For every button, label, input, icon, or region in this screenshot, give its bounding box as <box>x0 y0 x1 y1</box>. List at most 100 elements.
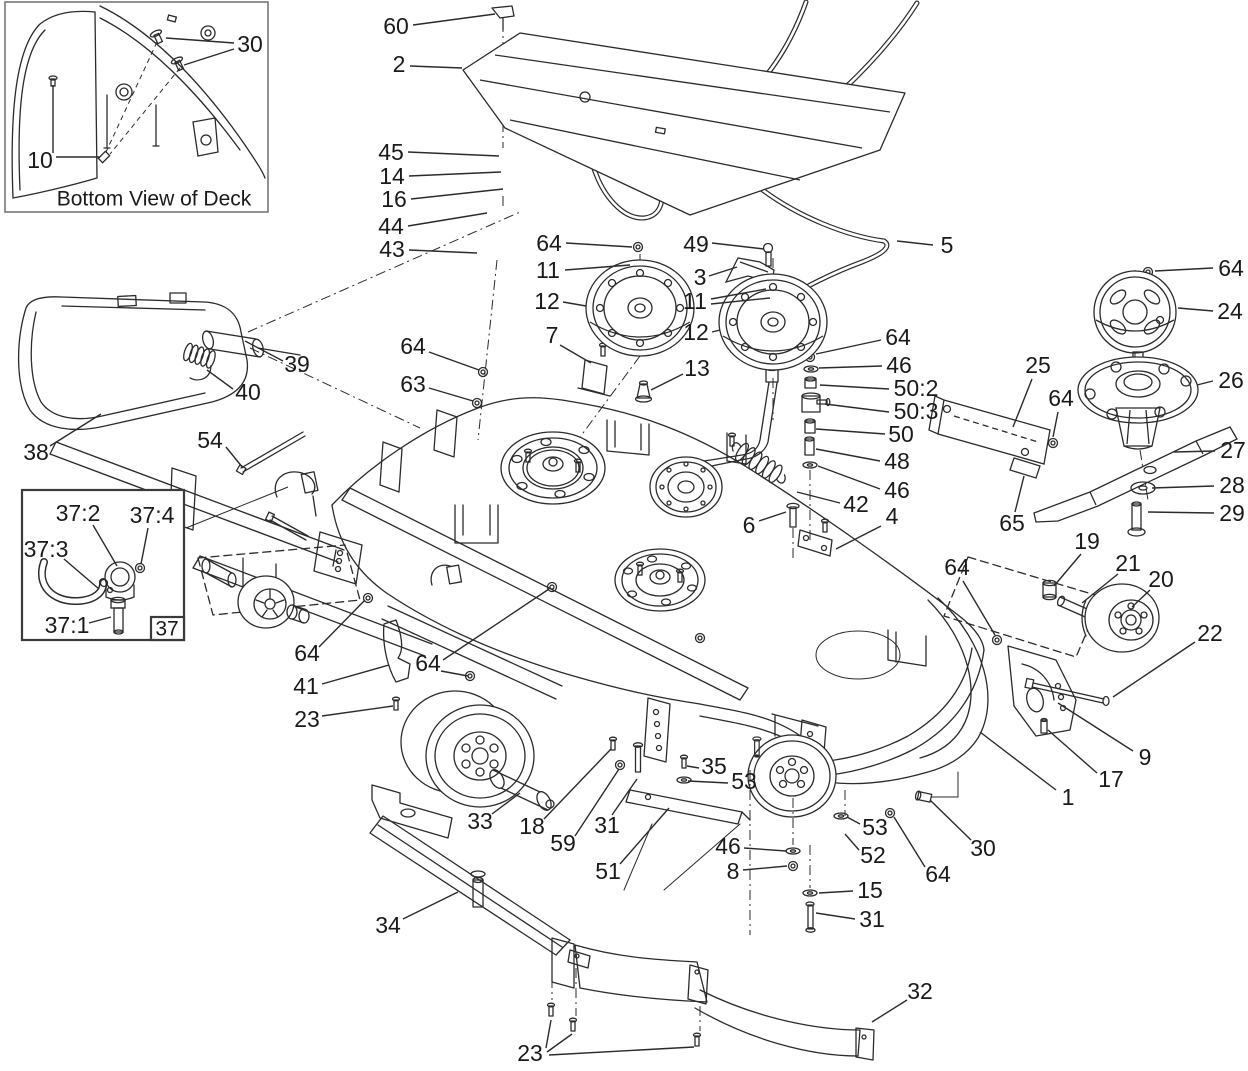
leader-line-23 <box>548 1046 695 1056</box>
leader-line-42 <box>796 491 841 504</box>
leader-line-17 <box>1047 729 1098 774</box>
callout-7: 7 <box>546 322 559 348</box>
callout-39: 39 <box>284 351 310 377</box>
callout-64: 64 <box>1048 385 1074 411</box>
leader-line-12 <box>562 301 587 307</box>
leader-line-65 <box>1014 475 1025 513</box>
leader-line-50 <box>815 428 886 435</box>
callout-46: 46 <box>884 477 910 503</box>
inset-bottom-view-caption: Bottom View of Deck <box>57 188 252 211</box>
deck-spindle-left <box>500 431 606 505</box>
leader-line-46 <box>817 465 881 490</box>
leader-line-50:3 <box>824 403 890 413</box>
callout-64: 64 <box>885 324 911 350</box>
leader-line-12 <box>711 329 721 333</box>
leader-line-28 <box>1151 485 1215 489</box>
leader-line-13 <box>650 373 684 391</box>
leader-line-60 <box>412 13 496 26</box>
callout-46: 46 <box>886 352 912 378</box>
leader-line-25 <box>1012 378 1033 428</box>
leader-line-43 <box>408 249 478 254</box>
leader-line-16 <box>410 188 504 200</box>
leader-line-64 <box>565 242 633 248</box>
callout-31: 31 <box>594 812 620 838</box>
callout-30: 30 <box>237 31 263 57</box>
leader-line-22 <box>1112 641 1196 698</box>
leader-line-46 <box>818 365 883 369</box>
leader-line-64 <box>440 670 469 677</box>
callout-16: 16 <box>381 186 407 212</box>
callout-53: 53 <box>862 814 888 840</box>
callout-42: 42 <box>843 491 869 517</box>
leader-line-54 <box>225 446 244 469</box>
callout-4: 4 <box>886 503 899 529</box>
leader-line-40 <box>206 369 234 390</box>
callout-18: 18 <box>519 813 545 839</box>
callout-59: 59 <box>550 830 576 856</box>
callout-64: 64 <box>415 650 441 676</box>
leader-line-37:4 <box>140 527 149 565</box>
leader-line-4 <box>835 525 882 550</box>
callout-10: 10 <box>27 147 53 173</box>
leader-line-44 <box>407 212 488 227</box>
mower-deck-line-art <box>17 292 1160 1061</box>
callout-52: 52 <box>860 842 886 868</box>
leader-line-64 <box>1154 267 1214 272</box>
callout-60: 60 <box>383 13 409 39</box>
callout-31: 31 <box>859 906 885 932</box>
leader-line-64 <box>893 816 926 868</box>
callout-53: 53 <box>731 768 757 794</box>
callout-19: 19 <box>1074 528 1100 554</box>
callout-51: 51 <box>595 858 621 884</box>
callout-54: 54 <box>197 427 223 453</box>
callout-3: 3 <box>694 264 707 290</box>
leader-line-50:2 <box>819 384 890 390</box>
callout-22: 22 <box>1197 620 1223 646</box>
leader-line-64 <box>428 351 480 371</box>
callout-37:4: 37:4 <box>130 502 175 528</box>
leader-line-2 <box>409 65 463 69</box>
inset-bottom-view: Bottom View of Deck <box>4 1 269 213</box>
leader-line-33 <box>491 792 521 815</box>
callout-9: 9 <box>1139 744 1152 770</box>
callout-2: 2 <box>393 51 406 77</box>
callout-15: 15 <box>857 877 883 903</box>
callout-14: 14 <box>379 163 405 189</box>
leader-line-29 <box>1147 511 1215 514</box>
leader-line-7 <box>559 344 592 364</box>
leader-line-23 <box>546 1033 573 1053</box>
callout-21: 21 <box>1115 550 1141 576</box>
callout-48: 48 <box>884 448 910 474</box>
leader-line-51 <box>619 807 670 865</box>
leader-line-30 <box>929 799 972 841</box>
pulleys-and-spindles <box>500 241 1238 612</box>
leader-line-64 <box>815 339 882 355</box>
idler-pulley-left <box>585 259 695 357</box>
leader-line-37:3 <box>63 558 100 590</box>
leader-line-64 <box>442 588 550 661</box>
leader-line-23 <box>545 1019 552 1049</box>
callout-64: 64 <box>294 640 320 666</box>
leader-line-53 <box>846 816 861 825</box>
leader-line-19 <box>1053 553 1082 587</box>
callout-12: 12 <box>534 288 560 314</box>
callout-26: 26 <box>1218 367 1244 393</box>
inset-caster-corner-label: 37 <box>155 618 178 641</box>
callout-43: 43 <box>379 236 405 262</box>
leader-line-23 <box>321 705 394 717</box>
leader-line-35 <box>686 765 700 769</box>
leader-line-8 <box>742 865 788 871</box>
callout-64: 64 <box>400 333 426 359</box>
callout-23: 23 <box>294 706 320 732</box>
callout-44: 44 <box>378 213 404 239</box>
deck-spindle-front <box>614 548 706 612</box>
callout-41: 41 <box>293 673 319 699</box>
leader-line-64 <box>1052 411 1059 438</box>
leader-line-1 <box>979 731 1057 791</box>
callout-29: 29 <box>1219 500 1245 526</box>
leader-line-53 <box>687 780 729 784</box>
callout-30: 30 <box>970 835 996 861</box>
leader-line-31 <box>815 912 856 920</box>
